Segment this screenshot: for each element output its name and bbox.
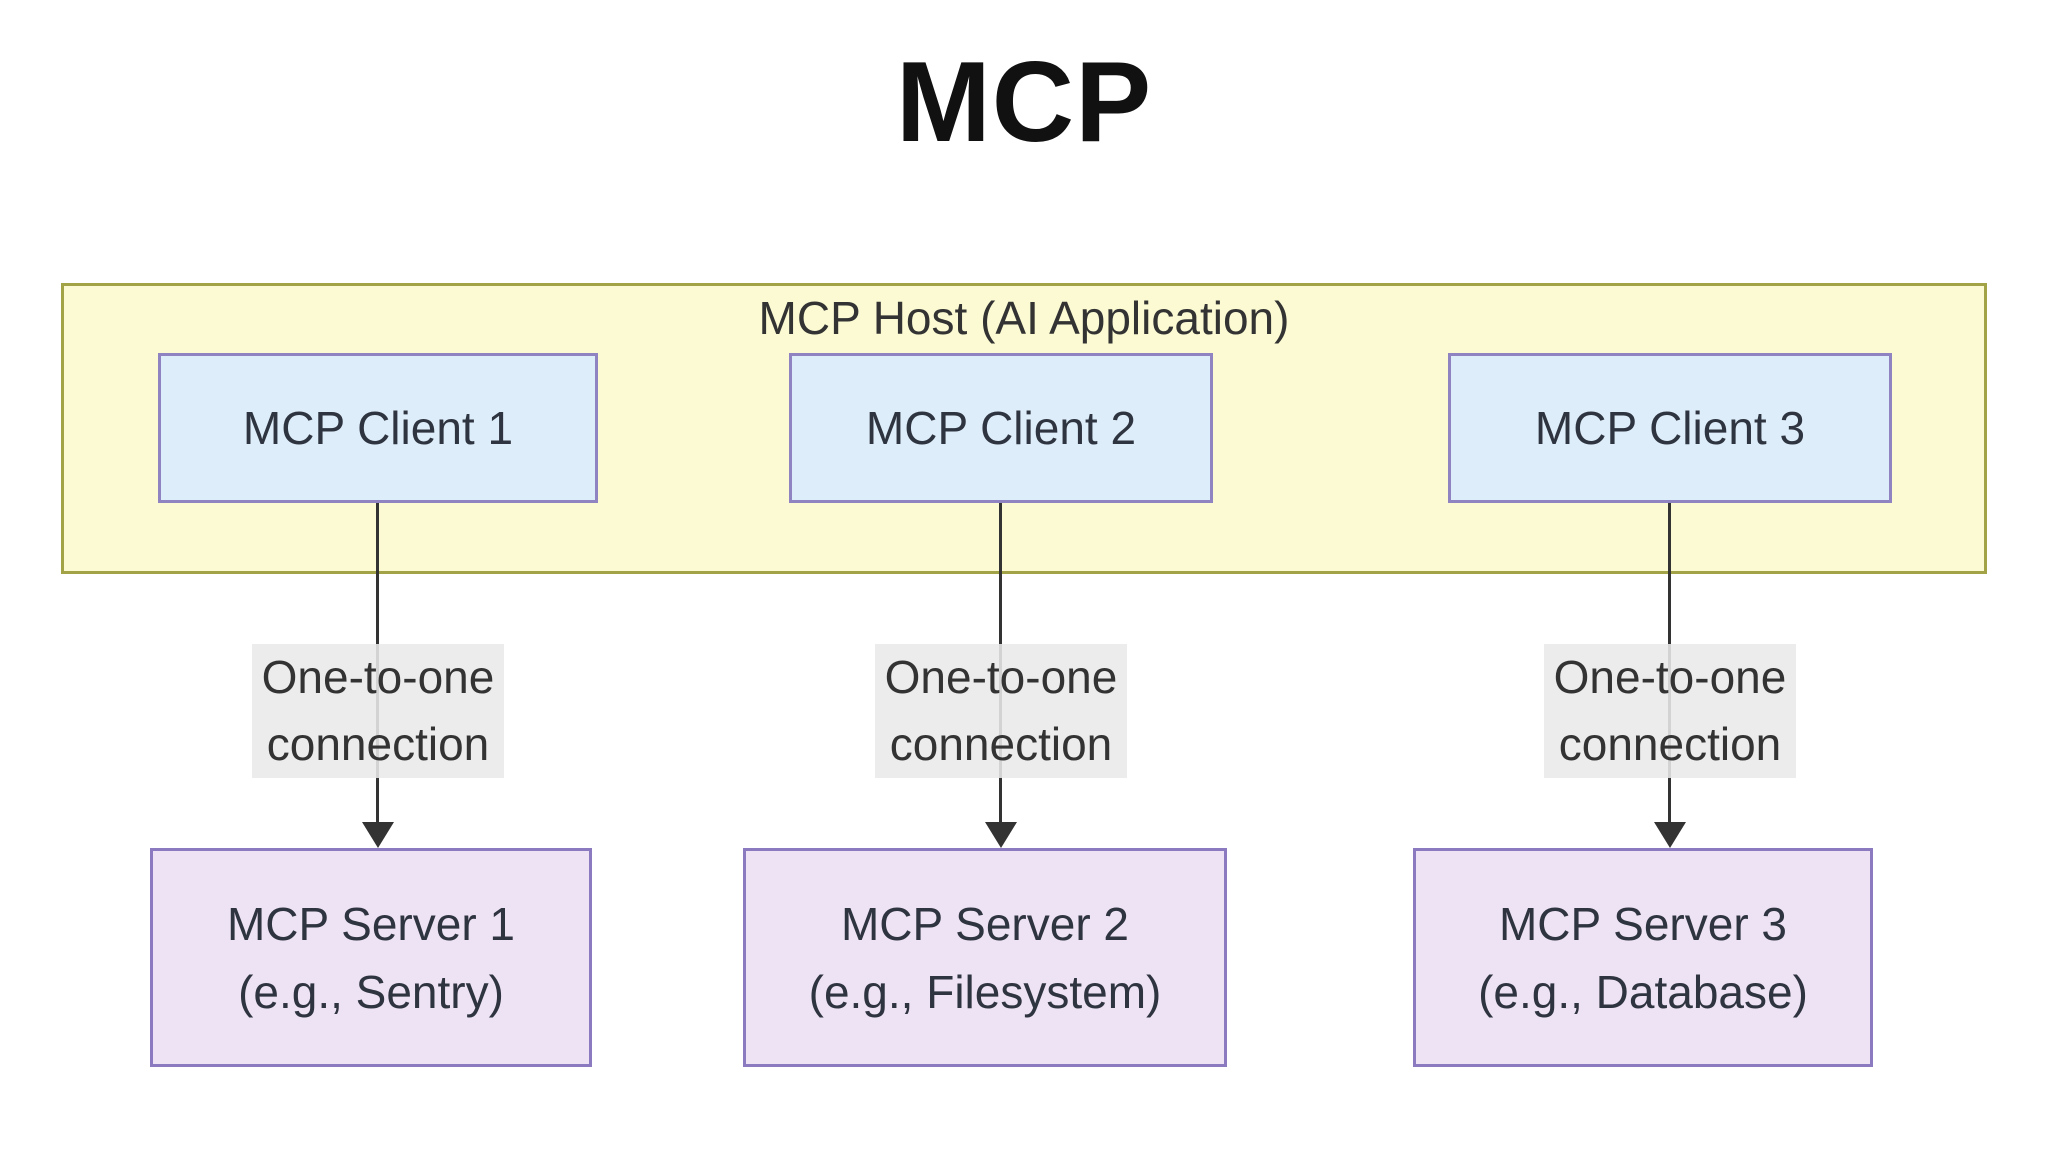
connection-label-3-line-1: One-to-one — [1553, 651, 1787, 703]
client-box-2: MCP Client 2 — [789, 353, 1213, 503]
connection-label-1-line-2: connection — [266, 718, 490, 770]
arrowhead-down-icon-3 — [1654, 822, 1686, 848]
arrowhead-down-icon-1 — [362, 822, 394, 848]
server-example-1: (e.g., Sentry) — [238, 965, 504, 1018]
server-name-3: MCP Server 3 — [1498, 897, 1788, 950]
server-name-2: MCP Server 2 — [840, 897, 1130, 950]
connection-label-2: One-to-one connection — [875, 644, 1127, 778]
client-box-1: MCP Client 1 — [158, 353, 598, 503]
connection-label-2-line-1: One-to-one — [884, 651, 1118, 703]
client-label-2: MCP Client 2 — [865, 402, 1137, 454]
client-label-1: MCP Client 1 — [242, 402, 514, 454]
arrowhead-down-icon-2 — [985, 822, 1017, 848]
connection-label-2-line-2: connection — [889, 718, 1113, 770]
server-box-1: MCP Server 1 (e.g., Sentry) — [150, 848, 592, 1067]
server-example-2: (e.g., Filesystem) — [808, 965, 1162, 1018]
server-box-3: MCP Server 3 (e.g., Database) — [1413, 848, 1873, 1067]
client-label-3: MCP Client 3 — [1534, 402, 1806, 454]
server-box-2: MCP Server 2 (e.g., Filesystem) — [743, 848, 1227, 1067]
connection-label-3: One-to-one connection — [1544, 644, 1796, 778]
server-name-1: MCP Server 1 — [226, 897, 516, 950]
host-label: MCP Host (AI Application) — [758, 292, 1290, 344]
connection-label-1: One-to-one connection — [252, 644, 504, 778]
server-example-3: (e.g., Database) — [1478, 965, 1808, 1018]
connection-label-3-line-2: connection — [1558, 718, 1782, 770]
connection-label-1-line-1: One-to-one — [261, 651, 495, 703]
client-box-3: MCP Client 3 — [1448, 353, 1892, 503]
diagram-title: MCP — [895, 39, 1153, 166]
